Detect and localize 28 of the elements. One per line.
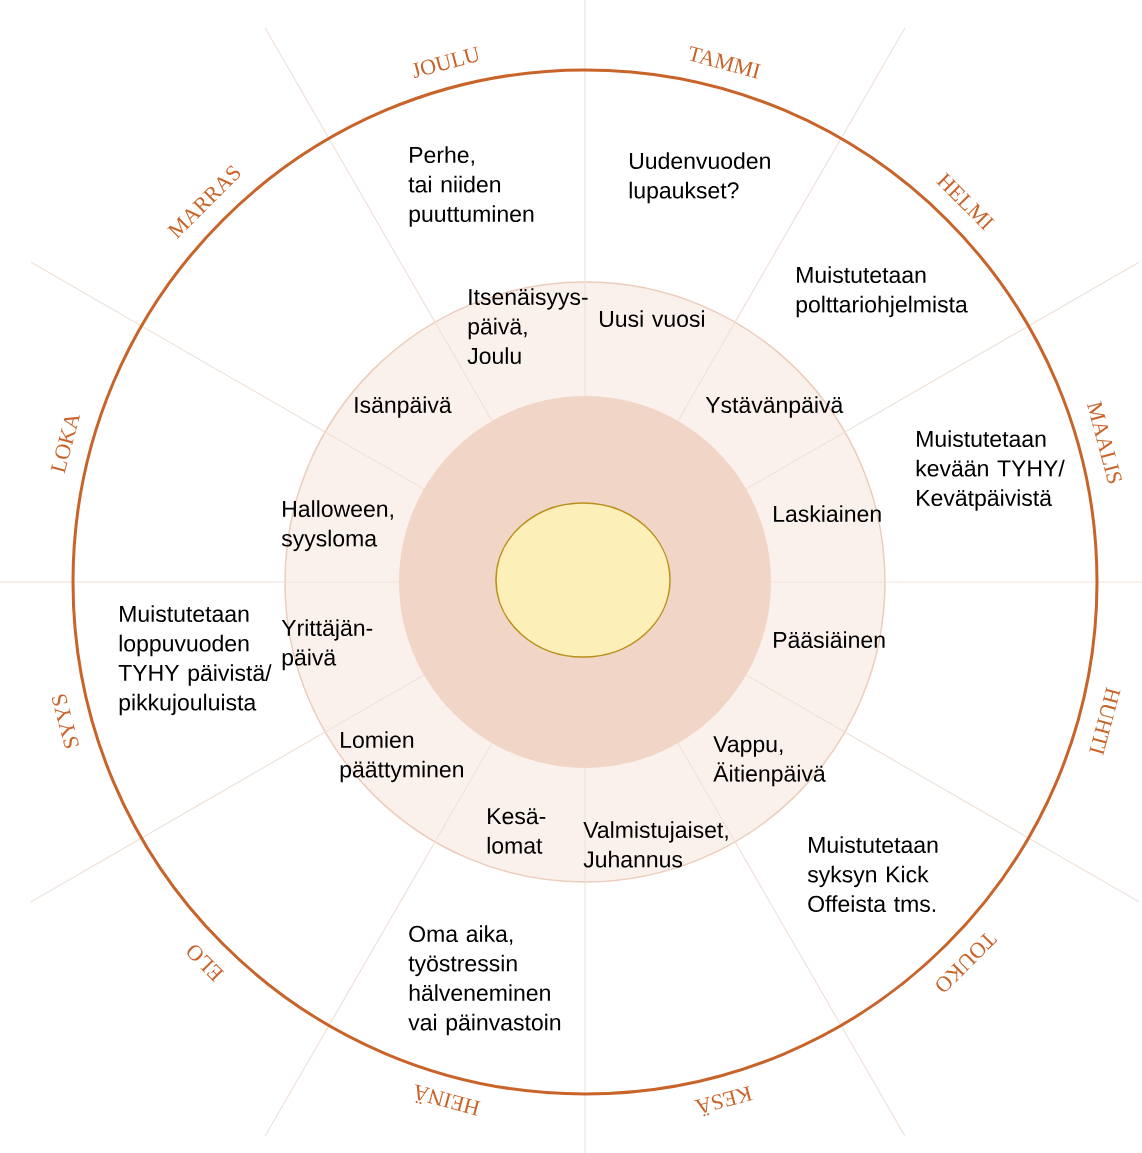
event-text: Muistutetaan polttariohjelmista bbox=[796, 266, 968, 318]
month-label: KESÄ bbox=[694, 1085, 753, 1117]
event-text: Laskiainen bbox=[774, 505, 881, 523]
month-label: HEINÄ bbox=[415, 1084, 481, 1116]
event-text: Halloween, syysloma bbox=[281, 500, 393, 552]
event-text: Pääsiäinen bbox=[774, 631, 885, 649]
month-label: MAALIS bbox=[1087, 400, 1122, 484]
event-text: Oma aika, työstressin hälveneminen vai päinvastoin bbox=[408, 925, 561, 1036]
event-text: Uudenvuoden lupaukset? bbox=[629, 152, 770, 204]
event-text: Kesä- lomat bbox=[487, 808, 546, 854]
event-text: Muistutetaan loppuvuoden TYHY päivistä/ pikkujouluista bbox=[118, 605, 272, 716]
event-text: Uusi vuosi bbox=[599, 310, 704, 328]
event-text: Lomien päättyminen bbox=[340, 731, 463, 783]
month-label: TAMMI bbox=[689, 45, 762, 79]
event-text: Perhe, tai niiden puuttuminen bbox=[408, 146, 534, 227]
event-text: Vappu, Äitienpäivä bbox=[713, 736, 826, 787]
event-text: Muistutetaan kevään TYHY/ Kevätpäivistä bbox=[916, 430, 1065, 511]
event-text: Yrittäjän- päivä bbox=[281, 619, 373, 671]
month-label: SYYS bbox=[51, 694, 79, 749]
event-text: Ystävänpäivä bbox=[705, 396, 844, 418]
event-text: Muistutetaan syksyn Kick Offeista tms. bbox=[807, 836, 938, 913]
event-text: Itsenäisyys- päivä, Joulu bbox=[467, 288, 588, 365]
month-label: ELO bbox=[187, 945, 225, 983]
month-label: HUHTI bbox=[1089, 686, 1121, 756]
month-label: JOULU bbox=[412, 46, 479, 79]
event-text: Valmistujaiset, Juhannus bbox=[583, 821, 728, 868]
event-text: Isänpäivä bbox=[355, 396, 452, 418]
month-label: LOKA bbox=[50, 415, 81, 474]
